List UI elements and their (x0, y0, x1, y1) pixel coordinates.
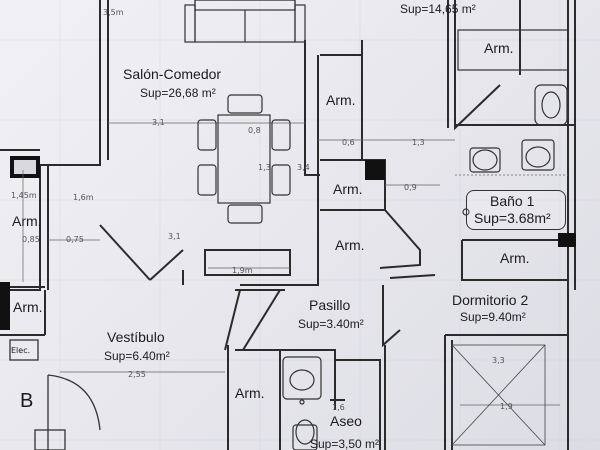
closet-label-corridor-mid: Arm. (333, 181, 363, 197)
room-name-pasillo: Pasillo (309, 297, 351, 313)
closet-label-dormitorio: Arm. (500, 250, 530, 266)
dim-3-3: 3,3 (492, 356, 505, 365)
bathroom-fixtures (457, 29, 569, 216)
room-area-top: Sup=14,65 m² (400, 2, 476, 16)
dim-3-1-b: 3,1 (168, 232, 181, 241)
dim-3-1-a: 3,1 (152, 118, 165, 127)
room-area-vestibulo: Sup=6.40m² (104, 349, 170, 363)
dim-1-3-a: 1,3 (258, 163, 271, 172)
aseo-fixtures (282, 356, 322, 450)
dim-1-45: 1,45m (11, 191, 37, 200)
electric-panel-label: Elec. (11, 346, 31, 355)
closet-label-pasillo: Arm. (335, 237, 365, 253)
dim-0-6: 0,6 (342, 138, 355, 147)
room-name-vestibulo: Vestíbulo (107, 329, 165, 345)
room-name-bano1: Baño 1 (490, 193, 535, 209)
dim-0-75: 0,75 (66, 235, 84, 244)
door-swing (9, 339, 101, 450)
dining-table-icon (197, 94, 291, 224)
room-name-dormitorio2: Dormitorio 2 (452, 292, 529, 308)
dim-1-9-b: 1,9 (500, 402, 513, 411)
sofa-icon (184, 0, 306, 43)
room-name-salon: Salón-Comedor (123, 66, 222, 82)
room-area-pasillo: Sup=3.40m² (298, 317, 364, 331)
dim-2-55: 2,55 (128, 370, 146, 379)
room-name-aseo: Aseo (330, 413, 362, 429)
room-area-aseo: Sup=3,50 m² (310, 437, 380, 450)
room-area-dormitorio2: Sup=9.40m² (460, 310, 526, 324)
wardrobe-hatch (451, 344, 546, 446)
bath-label-box (466, 190, 566, 230)
dim-0-85: 0,85 (22, 235, 40, 244)
closet-label-vestibule: Arm. (13, 299, 43, 315)
room-area-salon: Sup=26,68 m² (140, 86, 216, 100)
closet-label-aseo: Arm. (235, 385, 265, 401)
walls (0, 0, 576, 450)
dim-1-9: 1,9m (232, 266, 253, 275)
dim-3-4: 3,4 (297, 163, 310, 172)
dim-1-3-b: 1,3 (412, 138, 425, 147)
closet-label-left: Arm. (12, 213, 42, 229)
closet-label-bath-top: Arm. (484, 40, 514, 56)
section-marker-b: B (20, 390, 34, 412)
pillar-inner (14, 160, 36, 174)
room-area-bano1: Sup=3.68m² (474, 210, 551, 226)
dim-0-9: 0,9 (404, 183, 417, 192)
closet-label-corridor-top: Arm. (326, 92, 356, 108)
dim-0-8: 0,8 (248, 126, 261, 135)
dim-1-6-b: 1,6 (332, 403, 345, 412)
dim-3-5: 3,5m (103, 8, 124, 17)
dim-1-6: 1,6m (73, 193, 94, 202)
